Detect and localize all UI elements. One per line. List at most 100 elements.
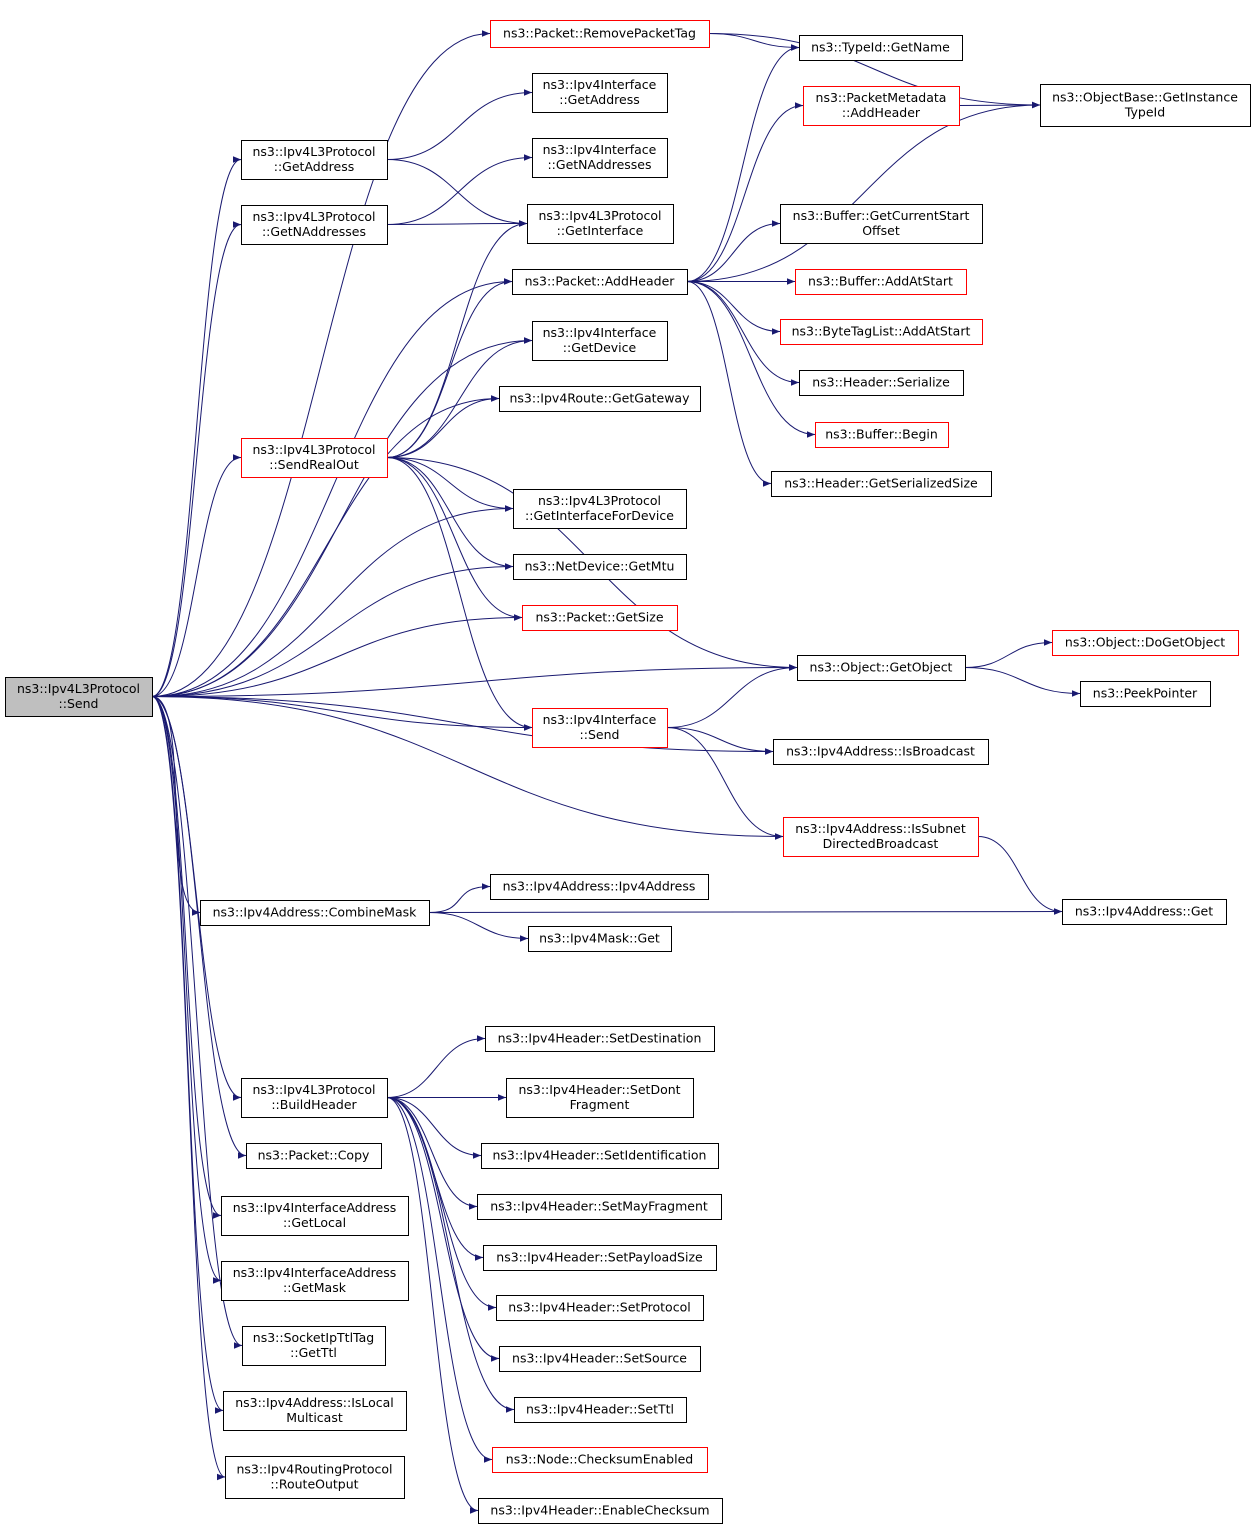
node-byteTagListAddAtStart[interactable]: ns3::ByteTagList::AddAtStart (780, 319, 983, 345)
node-l3SendRealOut[interactable]: ns3::Ipv4L3Protocol::SendRealOut (241, 438, 388, 478)
node-packetGetSize[interactable]: ns3::Packet::GetSize (522, 605, 678, 631)
node-box (499, 1346, 701, 1372)
node-l3BuildHeader[interactable]: ns3::Ipv4L3Protocol::BuildHeader (241, 1078, 388, 1118)
function-nodes: ns3::Ipv4L3Protocol::Sendns3::Packet::Re… (5, 20, 1251, 1524)
call-edge-send-to-ifAddrGetMask (151, 696, 222, 1284)
node-label-line: ::AddHeader (842, 105, 921, 120)
node-hdrEnableChecksum[interactable]: ns3::Ipv4Header::EnableChecksum (478, 1498, 723, 1524)
node-ipv4IfGetDevice[interactable]: ns3::Ipv4Interface::GetDevice (532, 321, 668, 361)
call-edge-packetAddHeader-to-bufferBegin (686, 281, 816, 438)
node-routingProtocolRouteOutput[interactable]: ns3::Ipv4RoutingProtocol::RouteOutput (225, 1456, 405, 1499)
node-removePacketTag[interactable]: ns3::Packet::RemovePacketTag (490, 20, 710, 48)
node-headerSerialize[interactable]: ns3::Header::Serialize (799, 370, 964, 396)
node-peekPointer[interactable]: ns3::PeekPointer (1080, 681, 1211, 707)
node-packetCopy[interactable]: ns3::Packet::Copy (246, 1143, 382, 1169)
call-edge-send-to-socketIpTtlTagGetTtl (151, 696, 243, 1349)
node-hdrSetIdentification[interactable]: ns3::Ipv4Header::SetIdentification (481, 1143, 719, 1169)
node-label-line: ns3::Ipv4Address::Get (1075, 904, 1213, 919)
node-socketIpTtlTagGetTtl[interactable]: ns3::SocketIpTtlTag::GetTtl (242, 1326, 386, 1366)
node-hdrSetProtocol[interactable]: ns3::Ipv4Header::SetProtocol (496, 1295, 704, 1321)
node-label-line: ns3::Ipv4RoutingProtocol (236, 1462, 392, 1477)
node-packetAddHeader[interactable]: ns3::Packet::AddHeader (512, 269, 688, 295)
node-netDeviceGetMtu[interactable]: ns3::NetDevice::GetMtu (513, 554, 687, 580)
node-box (1040, 84, 1251, 127)
call-edge-send-to-l3BuildHeader (151, 696, 242, 1101)
node-l3GetInterfaceForDevice[interactable]: ns3::Ipv4L3Protocol::GetInterfaceForDevi… (513, 489, 687, 529)
call-edge-l3GetNAddresses-to-l3GetInterface (386, 220, 528, 227)
node-label-line: ns3::Ipv4Header::EnableChecksum (490, 1503, 709, 1518)
node-label-line: ns3::Ipv4L3Protocol (252, 209, 375, 224)
node-label-line: ns3::Ipv4L3Protocol (538, 208, 661, 223)
node-box (799, 370, 964, 396)
node-ipv4IfGetNAddresses[interactable]: ns3::Ipv4Interface::GetNAddresses (532, 138, 668, 178)
node-ipv4IfGetAddress[interactable]: ns3::Ipv4Interface::GetAddress (532, 73, 668, 113)
node-label-line: ns3::Ipv4Header::SetTtl (526, 1402, 674, 1417)
call-edge-send-to-objectGetObject (151, 664, 798, 697)
call-edge-l3BuildHeader-to-hdrSetTtl (386, 1097, 515, 1413)
node-hdrSetPayloadSize[interactable]: ns3::Ipv4Header::SetPayloadSize (483, 1245, 717, 1271)
node-hdrSetDestination[interactable]: ns3::Ipv4Header::SetDestination (485, 1026, 715, 1052)
node-label-line: ::GetNAddresses (262, 224, 366, 239)
node-box (490, 874, 709, 900)
call-edge-packetAddHeader-to-packetMetadataAddHeader (686, 102, 804, 282)
node-box (780, 204, 983, 244)
call-edge-send-to-l3GetAddress (151, 156, 242, 697)
node-ipv4MaskGet[interactable]: ns3::Ipv4Mask::Get (528, 926, 672, 952)
node-l3GetAddress[interactable]: ns3::Ipv4L3Protocol::GetAddress (241, 140, 388, 180)
node-ipv4AddrIsSubnetDirectedBroadcast[interactable]: ns3::Ipv4Address::IsSubnetDirectedBroadc… (783, 817, 979, 857)
node-box (512, 269, 688, 295)
node-label-line: ns3::Node::ChecksumEnabled (506, 1452, 693, 1467)
node-typeIdGetName[interactable]: ns3::TypeId::GetName (799, 35, 963, 61)
node-box (221, 1261, 409, 1301)
node-ipv4RouteGetGateway[interactable]: ns3::Ipv4Route::GetGateway (499, 386, 701, 412)
call-edge-objectGetObject-to-objectDoGetObject (964, 639, 1053, 668)
node-label-line: ns3::Ipv4Address::IsLocal (235, 1395, 394, 1410)
node-l3GetInterface[interactable]: ns3::Ipv4L3Protocol::GetInterface (527, 204, 674, 244)
call-edge-packetAddHeader-to-byteTagListAddAtStart (686, 281, 781, 335)
call-edge-send-to-l3GetInterfaceForDevice (151, 505, 514, 697)
node-nodeChecksumEnabled[interactable]: ns3::Node::ChecksumEnabled (492, 1447, 708, 1473)
call-edge-send-to-ifAddrGetLocal (151, 696, 222, 1219)
node-box (795, 269, 967, 295)
node-box (246, 1143, 382, 1169)
node-box (532, 73, 668, 113)
node-headerGetSerializedSize[interactable]: ns3::Header::GetSerializedSize (771, 471, 992, 497)
call-edge-l3BuildHeader-to-hdrSetSource (386, 1097, 500, 1362)
node-packetMetadataAddHeader[interactable]: ns3::PacketMetadata::AddHeader (803, 86, 960, 126)
node-ipv4AddrIpv4Address[interactable]: ns3::Ipv4Address::Ipv4Address (490, 874, 709, 900)
node-label-line: ::GetLocal (283, 1215, 346, 1230)
call-edge-l3SendRealOut-to-netDeviceGetMtu (386, 457, 514, 570)
node-label-line: ns3::PeekPointer (1093, 686, 1198, 701)
call-edge-packetAddHeader-to-objectBaseGetInstanceTypeId (686, 101, 1041, 282)
call-edge-l3BuildHeader-to-hdrSetDestination (386, 1035, 486, 1098)
node-ifAddrGetMask[interactable]: ns3::Ipv4InterfaceAddress::GetMask (221, 1261, 409, 1301)
node-box (499, 386, 701, 412)
node-label-line: ns3::Ipv4L3Protocol (252, 144, 375, 159)
node-box (528, 926, 672, 952)
call-edge-l3BuildHeader-to-nodeChecksumEnabled (386, 1097, 493, 1463)
node-bufferAddAtStart[interactable]: ns3::Buffer::AddAtStart (795, 269, 967, 295)
node-objectDoGetObject[interactable]: ns3::Object::DoGetObject (1052, 630, 1239, 656)
node-label-line: ::GetDevice (563, 340, 637, 355)
node-bufferBegin[interactable]: ns3::Buffer::Begin (815, 422, 949, 448)
node-label-line: ns3::Ipv4L3Protocol (252, 1082, 375, 1097)
node-hdrSetTtl[interactable]: ns3::Ipv4Header::SetTtl (514, 1397, 687, 1423)
node-ifAddrGetLocal[interactable]: ns3::Ipv4InterfaceAddress::GetLocal (221, 1196, 409, 1236)
call-edge-l3SendRealOut-to-l3GetInterfaceForDevice (386, 457, 514, 512)
node-label-line: ns3::Ipv4Address::Ipv4Address (503, 879, 696, 894)
node-ipv4AddrIsBroadcast[interactable]: ns3::Ipv4Address::IsBroadcast (773, 739, 989, 765)
node-ipv4AddrGet[interactable]: ns3::Ipv4Address::Get (1062, 899, 1227, 925)
node-label-line: ::GetNAddresses (547, 157, 651, 172)
node-label-line: ::GetAddress (559, 92, 639, 107)
node-ipv4IfSend[interactable]: ns3::Ipv4Interface::Send (532, 708, 668, 748)
node-hdrSetSource[interactable]: ns3::Ipv4Header::SetSource (499, 1346, 701, 1372)
node-hdrSetMayFragment[interactable]: ns3::Ipv4Header::SetMayFragment (477, 1194, 722, 1220)
node-objectGetObject[interactable]: ns3::Object::GetObject (797, 655, 966, 681)
call-edge-ipv4AddrCombineMask-to-ipv4MaskGet (428, 912, 529, 942)
node-l3GetNAddresses[interactable]: ns3::Ipv4L3Protocol::GetNAddresses (241, 205, 388, 245)
node-ipv4AddrCombineMask[interactable]: ns3::Ipv4Address::CombineMask (200, 900, 430, 926)
